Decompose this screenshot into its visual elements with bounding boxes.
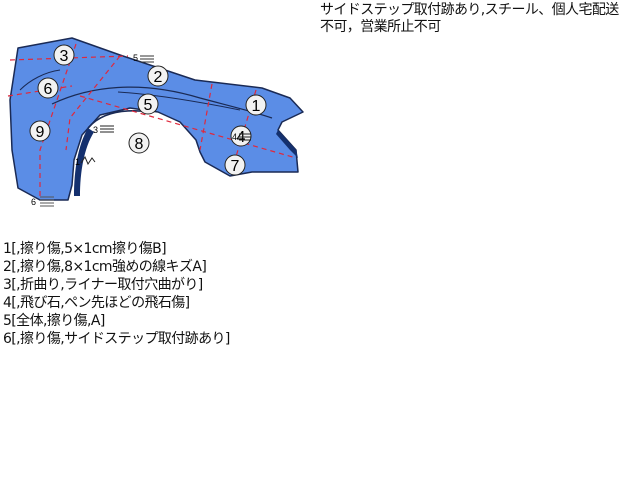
region-badge: 8 [128, 132, 150, 154]
severity-wave-icon [80, 155, 96, 166]
region-number: 2 [154, 69, 163, 86]
damage-list: 1[,擦り傷,5×1cm擦り傷B] 2[,擦り傷,8×1cm強めの線キズA] 3… [3, 240, 230, 348]
damage-list-item: 3[,折曲り,ライナー取付穴曲がり] [3, 277, 203, 293]
region-number: 9 [36, 124, 45, 141]
severity-lines-icon [100, 125, 114, 133]
region-badge: 6 [37, 77, 59, 99]
region-number: 5 [144, 97, 153, 114]
severity-tag: 5 [133, 53, 154, 63]
severity-lines-icon [40, 196, 54, 207]
severity-digit: 6 [31, 197, 36, 207]
region-badge: 2 [147, 65, 169, 87]
contour-line [19, 69, 61, 91]
damage-list-item: 2[,擦り傷,8×1cm強めの線キズA] [3, 259, 207, 275]
severity-tag: 1 [75, 155, 96, 167]
contour-line [117, 91, 241, 111]
region-badge: 5 [137, 93, 159, 115]
damage-list-item: 5[全体,擦り傷,A] [3, 313, 105, 329]
region-number: 3 [60, 48, 69, 65]
severity-lines-icon [239, 133, 251, 141]
severity-lines-icon [140, 55, 154, 63]
damage-list-item: 1[,擦り傷,5×1cm擦り傷B] [3, 241, 167, 257]
severity-digit: 4 [232, 132, 237, 142]
region-number: 7 [231, 158, 240, 175]
region-badge: 9 [29, 120, 51, 142]
fender-panel [9, 37, 304, 201]
wheel-arch-lip [74, 128, 94, 196]
severity-tag: 3 [93, 125, 114, 135]
shipping-note: サイドステップ取付跡あり,スチール、個人宅配送 不可，営業所止不可 [320, 2, 619, 35]
region-number: 1 [252, 98, 261, 115]
region-badge: 1 [245, 94, 267, 116]
front-edge-shadow [276, 122, 298, 158]
region-badge: 3 [53, 44, 75, 66]
severity-tag: 4 [232, 132, 251, 142]
fender-diagram: 1 2 3 4 5 6 7 8 9 5 3 4 [7, 37, 304, 207]
severity-tag: 6 [31, 196, 54, 207]
region-number: 8 [135, 136, 144, 153]
region-badge: 7 [224, 154, 246, 176]
damage-list-item: 6[,擦り傷,サイドステップ取付跡あり] [3, 331, 230, 347]
damage-list-item: 4[,飛び石,ペン先ほどの飛石傷] [3, 295, 190, 311]
region-number: 6 [44, 81, 53, 98]
severity-digit: 3 [93, 125, 98, 135]
severity-digit: 1 [75, 157, 80, 167]
severity-digit: 5 [133, 53, 138, 63]
